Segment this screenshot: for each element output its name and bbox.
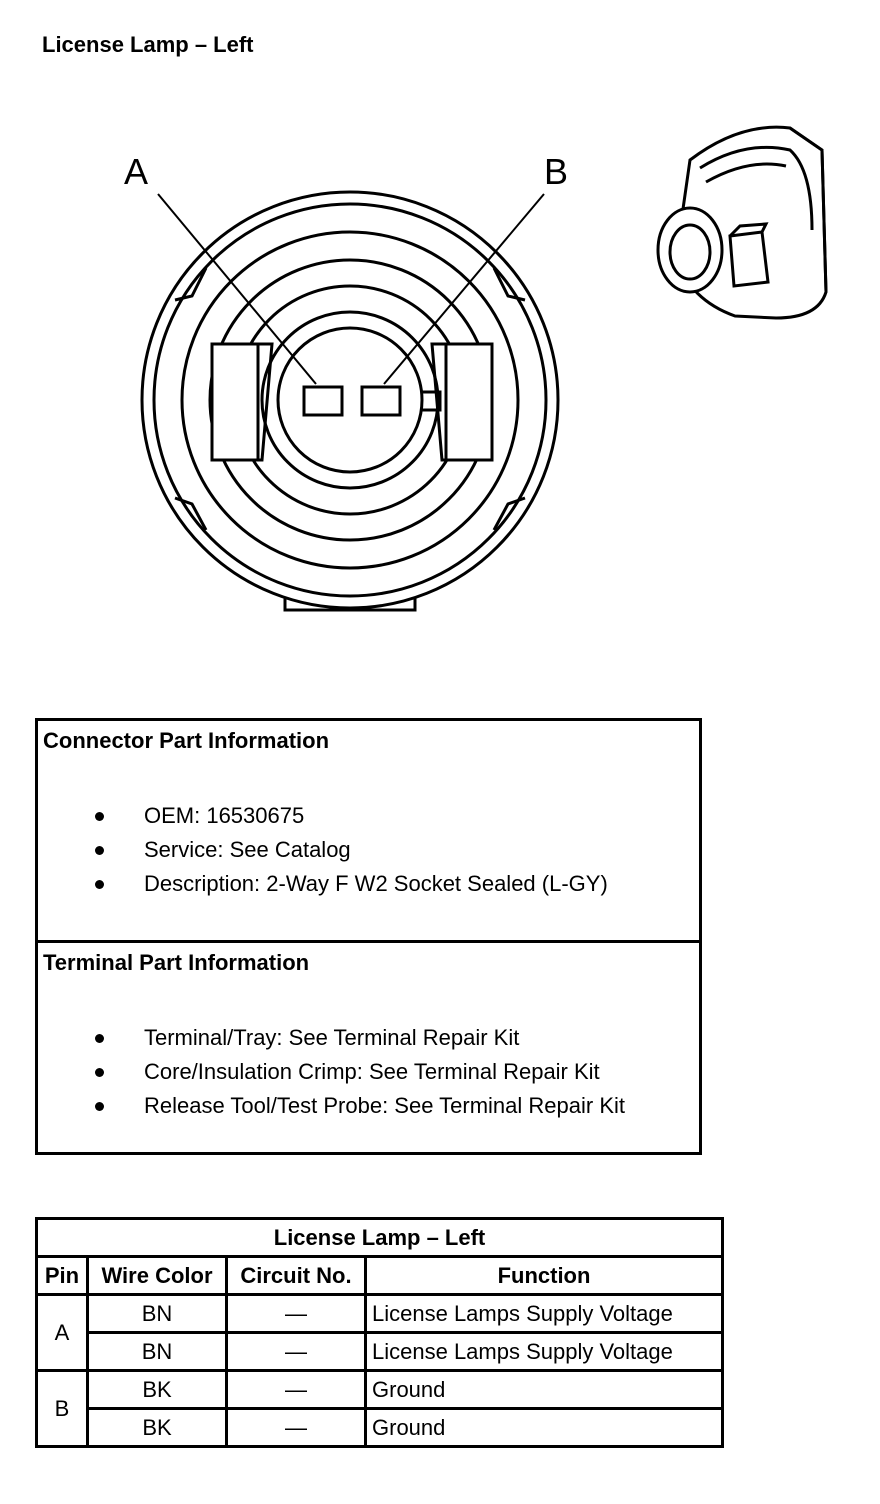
- outer-ring: [140, 190, 560, 610]
- iso-shoulder: [699, 145, 814, 231]
- list-item-text: Service: See Catalog: [144, 837, 351, 862]
- list-item-text: Core/Insulation Crimp: See Terminal Repa…: [144, 1059, 600, 1084]
- list-item-text: Release Tool/Test Probe: See Terminal Re…: [144, 1093, 625, 1118]
- function-cell: License Lamps Supply Voltage: [363, 1331, 725, 1372]
- leader-line-b: [383, 193, 545, 385]
- pin-table-title: License Lamp – Left: [34, 1217, 725, 1258]
- part-info-box: Connector Part Information OEM: 16530675…: [35, 718, 702, 1155]
- latch-notch-right: [492, 267, 526, 302]
- connector-part-info: Connector Part Information OEM: 16530675…: [38, 721, 699, 940]
- circuit-cell: —: [225, 1331, 367, 1372]
- header-pin: Pin: [35, 1255, 89, 1296]
- iso-rear-edge: [789, 126, 828, 293]
- connector-isometric-view: [656, 125, 828, 320]
- latch-notch-left: [174, 267, 208, 302]
- header-circuit-no: Circuit No.: [225, 1255, 367, 1296]
- lock-ramp-right: [430, 342, 446, 462]
- wire-color-cell: BK: [86, 1407, 228, 1448]
- lock-ramp-left: [258, 342, 274, 462]
- pin-cell: B: [35, 1369, 89, 1448]
- terminal-info-heading: Terminal Part Information: [43, 950, 310, 975]
- pin-label-b: B: [544, 151, 568, 192]
- pin-table: License Lamp – Left Pin Wire Color Circu…: [34, 1217, 725, 1448]
- table-header-row: Pin Wire Color Circuit No. Function: [35, 1255, 725, 1296]
- circuit-cell: —: [225, 1369, 367, 1410]
- function-cell: Ground: [363, 1407, 725, 1448]
- terminal-cavity-a: [302, 385, 344, 417]
- latch-notch-left-low: [174, 496, 208, 531]
- iso-latch-top: [728, 222, 769, 238]
- pin-label-a: A: [124, 151, 148, 192]
- header-function: Function: [363, 1255, 725, 1296]
- keyway-notch: [422, 390, 442, 412]
- iso-latch: [728, 230, 770, 288]
- wire-color-cell: BN: [86, 1331, 228, 1372]
- pin-cell: A: [35, 1293, 89, 1372]
- iso-nose-inner: [668, 223, 712, 281]
- list-item-text: Terminal/Tray: See Terminal Repair Kit: [144, 1025, 520, 1050]
- table-row: A BN — License Lamps Supply Voltage: [35, 1293, 725, 1372]
- terminal-cavity-inner: [276, 326, 424, 474]
- leader-line-a: [157, 193, 317, 385]
- bullet-icon: [95, 1068, 104, 1077]
- table-title-row: License Lamp – Left: [34, 1217, 725, 1258]
- lock-block-left: [210, 342, 260, 462]
- outer-ring-inner: [152, 202, 548, 598]
- terminal-cavity-b: [360, 385, 402, 417]
- connector-face-view: [140, 190, 560, 612]
- list-item-text: OEM: 16530675: [144, 803, 305, 828]
- table-row: BN — License Lamps Supply Voltage: [37, 1331, 725, 1372]
- connector-info-heading: Connector Part Information: [43, 728, 330, 753]
- bullet-icon: [95, 846, 104, 855]
- latch-ring: [180, 230, 520, 570]
- page-title: License Lamp – Left: [42, 32, 254, 57]
- connector-diagram: A B: [124, 125, 828, 612]
- terminal-part-info: Terminal Part Information Terminal/Tray:…: [38, 940, 699, 1152]
- header-wire-color: Wire Color: [86, 1255, 228, 1296]
- function-cell: Ground: [363, 1369, 725, 1410]
- circuit-cell: —: [225, 1407, 367, 1448]
- lock-block-right: [444, 342, 494, 462]
- bullet-icon: [95, 1034, 104, 1043]
- bullet-icon: [95, 812, 104, 821]
- table-row: BK — Ground: [37, 1407, 725, 1448]
- circuit-cell: —: [225, 1293, 367, 1334]
- iso-shoulder-2: [705, 162, 787, 184]
- bullet-icon: [95, 1102, 104, 1111]
- latch-notch-right-low: [492, 496, 526, 531]
- list-item-text: Description: 2-Way F W2 Socket Sealed (L…: [144, 871, 608, 896]
- bullet-icon: [95, 880, 104, 889]
- table-row: B BK — Ground: [35, 1369, 725, 1448]
- function-cell: License Lamps Supply Voltage: [363, 1293, 725, 1334]
- wire-color-cell: BN: [86, 1293, 228, 1334]
- wire-color-cell: BK: [86, 1369, 228, 1410]
